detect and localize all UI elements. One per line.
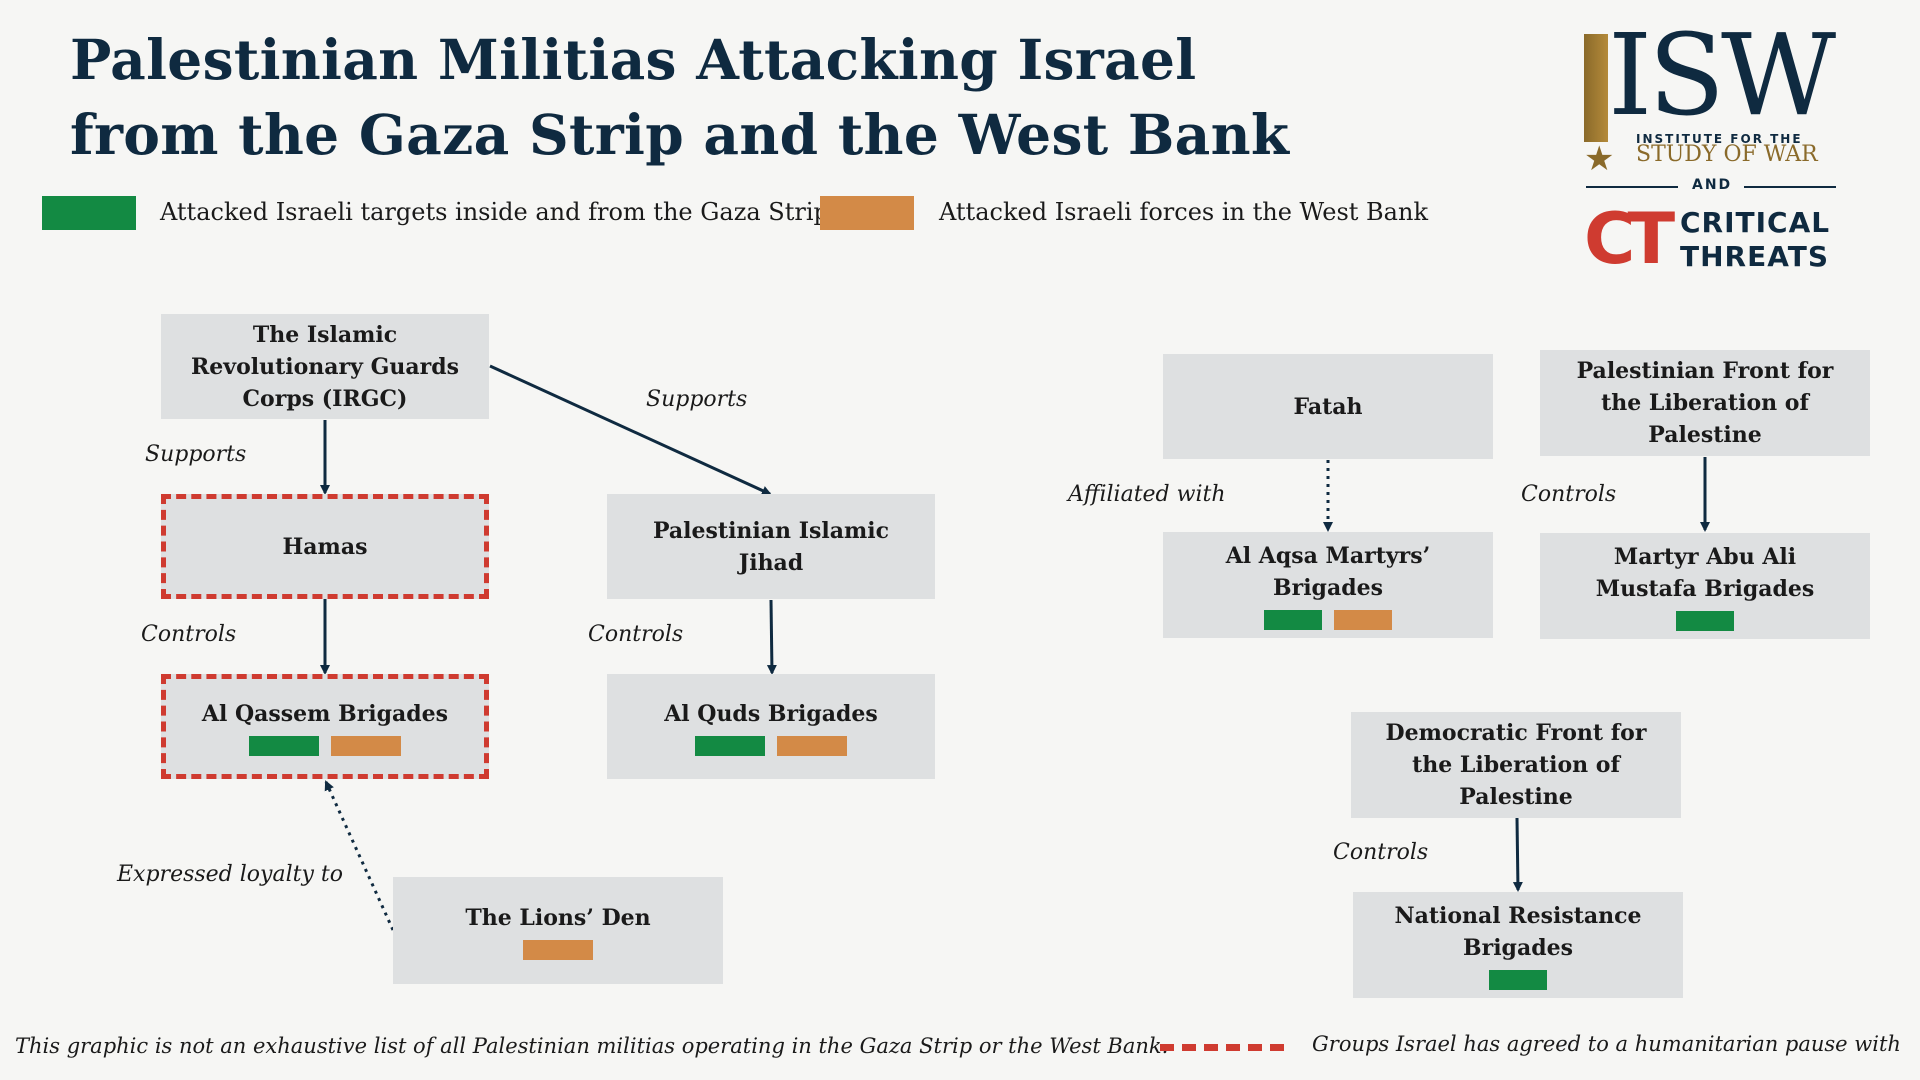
node-lions-den: The Lions’ Den — [393, 877, 723, 984]
node-pflp: Palestinian Front for the Liberation of … — [1540, 350, 1870, 456]
node-pflp-label: Palestinian Front for the Liberation of … — [1576, 358, 1834, 448]
node-hamas-label: Hamas — [282, 533, 368, 560]
attack-bar-westbank — [331, 735, 401, 756]
link-lions-qassem — [324, 780, 395, 931]
relation-label-pij-quds: Controls — [588, 622, 684, 647]
isw-logo-bar — [1584, 34, 1608, 142]
node-palestinian-islamic-jihad: Palestinian Islamic Jihad — [607, 494, 935, 599]
link-pij-quds — [766, 599, 777, 675]
attack-bar-gaza — [1676, 611, 1734, 631]
node-irgc-label: The Islamic Revolutionary Guards Corps (… — [191, 321, 459, 412]
link-dflp-nrb — [1512, 817, 1523, 892]
node-martyr-abu-ali-mustafa-brigades: Martyr Abu Ali Mustafa Brigades — [1540, 533, 1870, 639]
attack-bars — [249, 735, 401, 756]
relation-label-dflp-nrb: Controls — [1333, 840, 1429, 865]
isw-logo-subtitle-2: STUDY OF WAR — [1636, 142, 1818, 167]
node-al-quds-brigades: Al Quds Brigades — [607, 674, 935, 779]
relation-label-fatah-aqsa: Affiliated with — [1068, 482, 1226, 507]
ct-logo-line-2: THREATS — [1680, 240, 1829, 273]
chart-title: Palestinian Militias Attacking Israel fr… — [70, 22, 1289, 172]
legend-label-pause: Groups Israel has agreed to a humanitari… — [1312, 1032, 1901, 1056]
node-al-aqsa-martyrs-brigades-label: Al Aqsa Martyrs’ Brigades — [1225, 543, 1431, 601]
legend-swatch-pause — [1160, 1044, 1284, 1051]
ct-logo-mark: CT — [1584, 198, 1675, 280]
logo-and: AND — [1692, 177, 1733, 193]
node-hamas: Hamas — [161, 494, 489, 599]
node-al-aqsa-martyrs-brigades: Al Aqsa Martyrs’ Brigades — [1163, 532, 1493, 638]
star-icon: ★ — [1584, 139, 1615, 179]
isw-logo-subtitle-1: INSTITUTE FOR THE — [1636, 132, 1803, 146]
logo-divider-left — [1586, 186, 1678, 188]
node-national-resistance-brigades: National Resistance Brigades — [1353, 892, 1683, 998]
node-dflp-label: Democratic Front for the Liberation of P… — [1385, 720, 1647, 810]
node-national-resistance-brigades-label: National Resistance Brigades — [1394, 903, 1642, 961]
isw-ct-logo: ISW ★ INSTITUTE FOR THE STUDY OF WAR AND… — [1580, 20, 1840, 280]
relation-label-pflp-abuali: Controls — [1521, 482, 1617, 507]
attack-bar-gaza — [249, 735, 319, 756]
attack-bar-gaza — [695, 735, 765, 756]
legend-swatch-gaza — [42, 196, 136, 230]
legend-label-westbank: Attacked Israeli forces in the West Bank — [939, 198, 1428, 226]
node-irgc: The Islamic Revolutionary Guards Corps (… — [161, 314, 489, 419]
attack-bar-westbank — [777, 735, 847, 756]
node-al-quds-brigades-label: Al Quds Brigades — [664, 700, 878, 727]
attack-bars — [1264, 610, 1392, 630]
node-fatah: Fatah — [1163, 354, 1493, 459]
attack-bars — [1489, 970, 1547, 990]
node-palestinian-islamic-jihad-label: Palestinian Islamic Jihad — [652, 517, 890, 576]
node-lions-den-label: The Lions’ Den — [465, 904, 651, 931]
attack-bar-gaza — [1264, 610, 1322, 630]
attack-bar-gaza — [1489, 970, 1547, 990]
attack-bars — [695, 735, 847, 756]
node-fatah-label: Fatah — [1293, 393, 1363, 420]
relation-label-lions-qassem: Expressed loyalty to — [117, 862, 343, 887]
title-line-1: Palestinian Militias Attacking Israel — [70, 27, 1197, 92]
attack-bars — [523, 939, 593, 960]
isw-logo-letters: ISW — [1608, 11, 1836, 141]
title-line-2: from the Gaza Strip and the West Bank — [70, 102, 1290, 167]
relation-label-irgc-hamas: Supports — [145, 442, 247, 467]
link-irgc-pij — [489, 364, 772, 496]
attack-bar-westbank — [1334, 610, 1392, 630]
footnote: This graphic is not an exhaustive list o… — [15, 1034, 1169, 1058]
legend-swatch-westbank — [820, 196, 914, 230]
node-al-qassem-brigades: Al Qassem Brigades — [161, 674, 489, 779]
attack-bars — [1676, 611, 1734, 631]
node-martyr-abu-ali-mustafa-brigades-label: Martyr Abu Ali Mustafa Brigades — [1595, 544, 1815, 602]
ct-logo-text: CRITICAL THREATS — [1680, 206, 1830, 274]
ct-logo-line-1: CRITICAL — [1680, 206, 1831, 239]
attack-bar-westbank — [523, 939, 593, 960]
node-al-qassem-brigades-label: Al Qassem Brigades — [201, 700, 449, 727]
node-dflp: Democratic Front for the Liberation of P… — [1351, 712, 1681, 818]
relation-label-irgc-pij: Supports — [646, 387, 748, 412]
legend-label-gaza: Attacked Israeli targets inside and from… — [160, 198, 829, 226]
relation-label-hamas-qassem: Controls — [141, 622, 237, 647]
logo-divider-right — [1744, 186, 1836, 188]
